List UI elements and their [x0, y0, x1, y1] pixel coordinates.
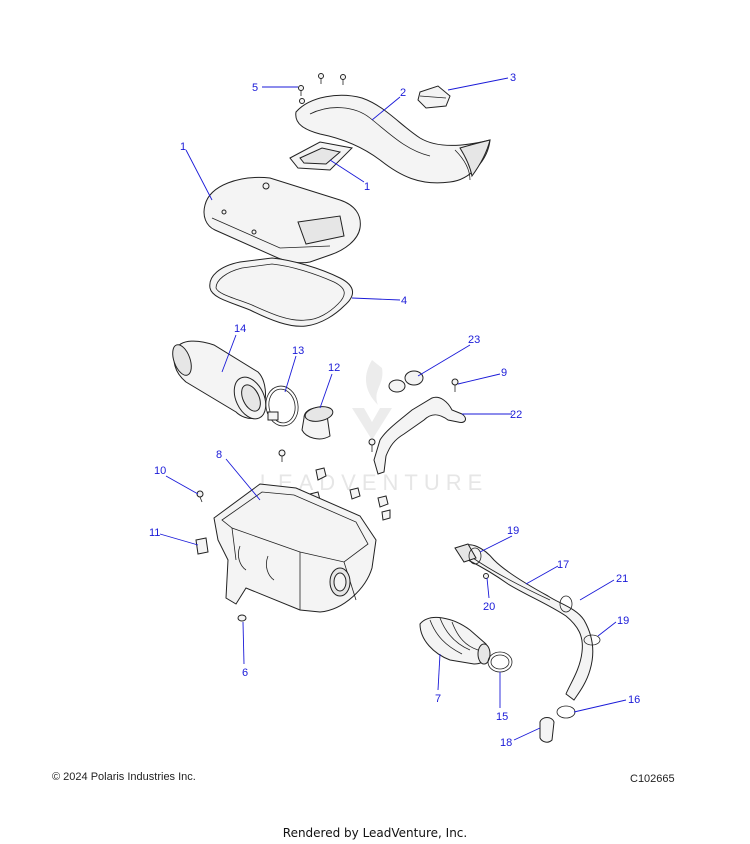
intake-boot: [419, 616, 491, 665]
breather-hose: [454, 543, 594, 701]
callout-9: 9: [501, 367, 507, 379]
callout-11: 11: [149, 527, 160, 539]
hose-clamps-small: [468, 547, 601, 719]
airbox-seal: [209, 257, 353, 327]
callout-3: 3: [510, 72, 516, 84]
callout-6: 6: [242, 667, 248, 679]
callout-7: 7: [435, 693, 441, 705]
callout-1-cover: 1: [180, 141, 186, 153]
screws-top: [298, 73, 346, 104]
hose-clamp-13: [265, 385, 299, 427]
callout-8: 8: [216, 449, 222, 461]
mounting-bracket: [368, 396, 466, 475]
duct-gasket: [289, 141, 354, 171]
callout-4: 4: [401, 295, 407, 307]
airbox-housing: [213, 483, 377, 622]
plug-18: [539, 717, 555, 743]
callout-12: 12: [328, 362, 340, 374]
callout-13: 13: [292, 345, 304, 357]
callout-20: 20: [483, 601, 495, 613]
callout-15: 15: [496, 711, 508, 723]
air-filter: [172, 340, 267, 420]
callout-5: 5: [252, 82, 258, 94]
callout-19-bottom: 19: [617, 615, 629, 627]
foam-pad: [417, 85, 451, 109]
leader-lines: [159, 77, 627, 741]
rendered-by-text: Rendered by LeadVenture, Inc.: [282, 826, 468, 840]
callout-21: 21: [616, 573, 628, 585]
callout-19-top: 19: [507, 525, 519, 537]
callout-10: 10: [154, 465, 166, 477]
airbox-cover: [203, 176, 361, 264]
callout-14: 14: [234, 323, 246, 335]
callout-22: 22: [510, 409, 522, 421]
coupler-12: [301, 406, 334, 440]
copyright-text: © 2024 Polaris Industries Inc.: [52, 771, 196, 783]
hose-clamp-15: [487, 651, 513, 673]
callout-labels: 5 3 2 1 1 4 14 13 12 23 9 22 10 8 11 6 7…: [149, 72, 640, 749]
callout-23: 23: [468, 334, 480, 346]
diagram-code: C102665: [630, 773, 675, 785]
callout-1-gasket: 1: [364, 181, 370, 193]
rubber-caps: [388, 370, 424, 393]
callout-2: 2: [400, 87, 406, 99]
callout-16: 16: [628, 694, 640, 706]
callout-17: 17: [557, 559, 569, 571]
callout-18: 18: [500, 737, 512, 749]
bolt-9: [451, 378, 459, 392]
intake-duct: [295, 94, 491, 184]
